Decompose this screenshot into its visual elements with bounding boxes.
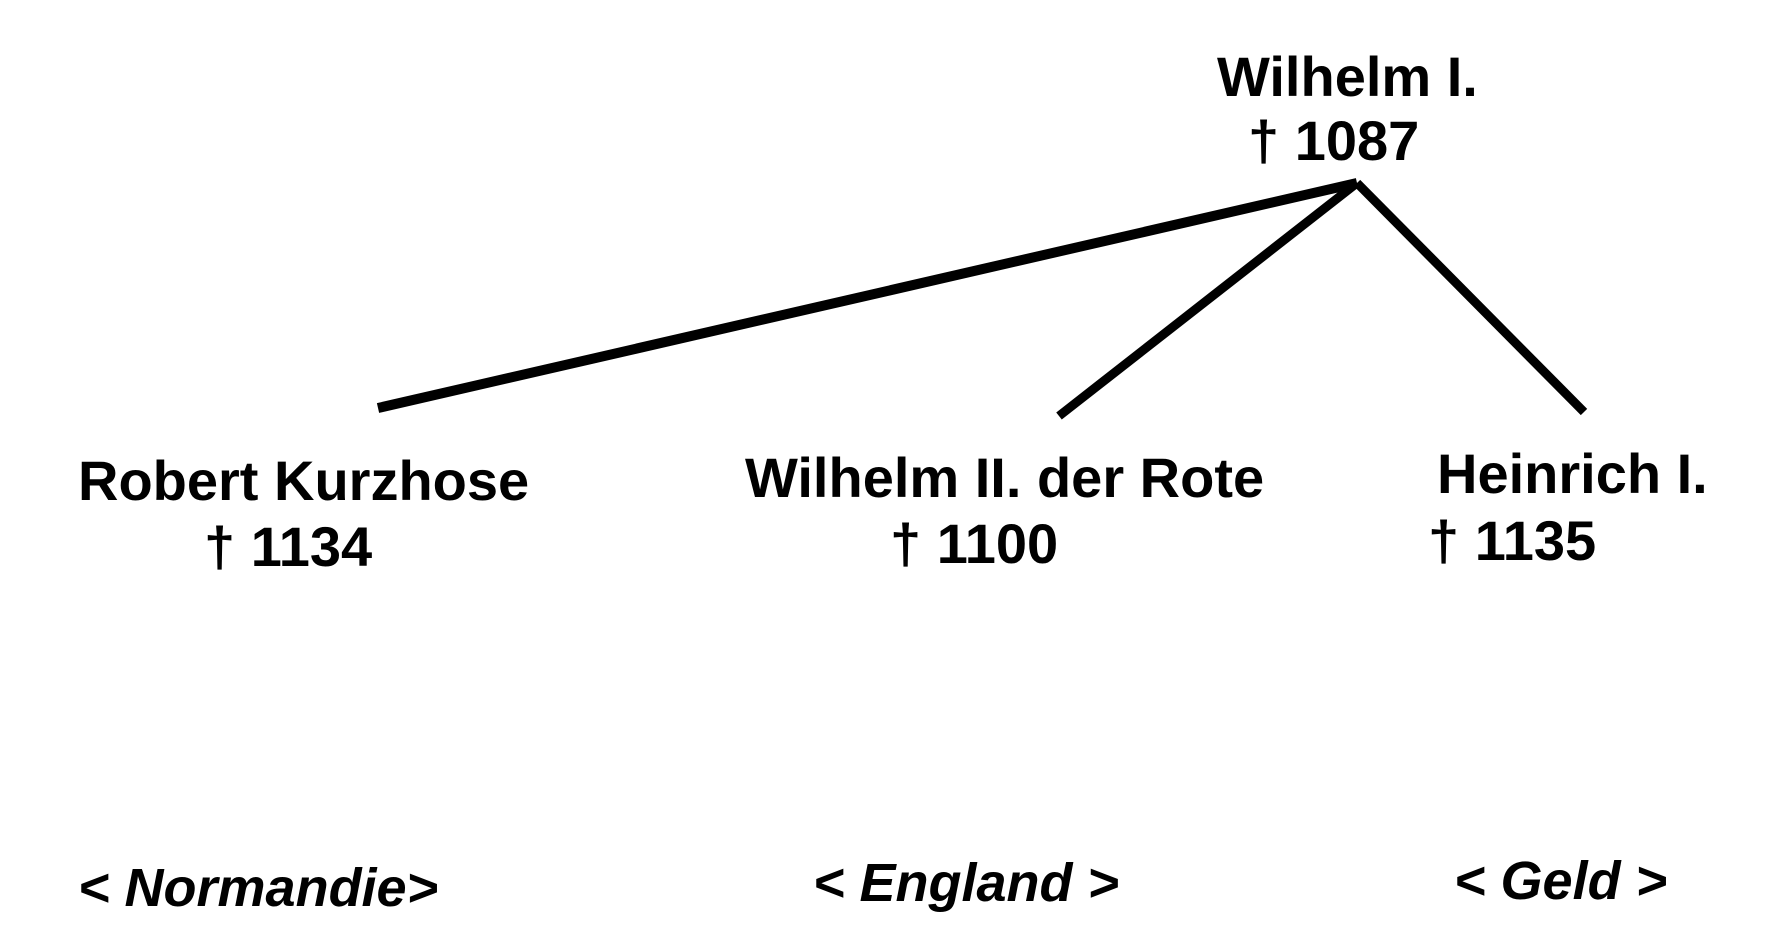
child-name: Robert Kurzhose bbox=[78, 449, 529, 512]
child-death: † 1135 bbox=[1428, 509, 1596, 572]
child-node-robert: Robert Kurzhose † 1134 bbox=[78, 449, 529, 578]
child-death: † 1134 bbox=[204, 515, 372, 578]
line-to-wilhelm-ii bbox=[1056, 179, 1360, 420]
child-node-heinrich: Heinrich I. † 1135 bbox=[1428, 442, 1708, 572]
inheritance-labels: < Normandie> < England > < Geld > bbox=[78, 851, 1667, 918]
child-death: † 1100 bbox=[890, 512, 1058, 575]
line-to-heinrich bbox=[1353, 179, 1588, 416]
inheritance-geld: < Geld > bbox=[1454, 851, 1667, 911]
connector-lines bbox=[376, 178, 1588, 420]
line-to-robert bbox=[376, 178, 1359, 413]
root-node: Wilhelm I. † 1087 bbox=[1217, 45, 1478, 172]
inheritance-normandie: < Normandie> bbox=[78, 858, 438, 918]
inheritance-england: < England > bbox=[813, 853, 1119, 913]
root-death: † 1087 bbox=[1248, 109, 1419, 172]
child-node-wilhelm-ii: Wilhelm II. der Rote † 1100 bbox=[745, 446, 1264, 575]
root-name: Wilhelm I. bbox=[1217, 45, 1478, 108]
child-name: Wilhelm II. der Rote bbox=[745, 446, 1264, 509]
child-name: Heinrich I. bbox=[1437, 442, 1708, 505]
